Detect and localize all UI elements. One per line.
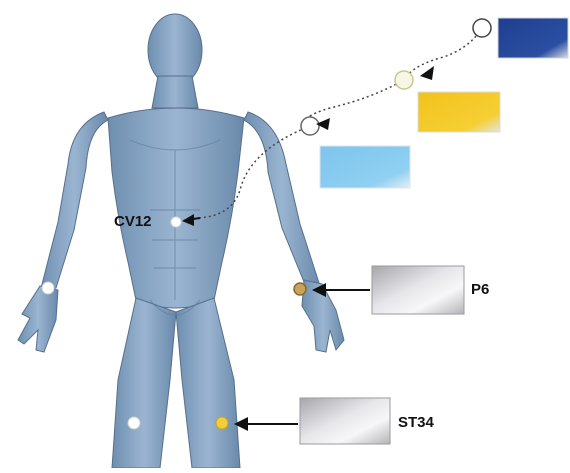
patch-yellow [418, 92, 500, 132]
head [148, 14, 202, 86]
patch-light-blue [320, 146, 410, 188]
patch-silver-st34 [300, 398, 390, 444]
arrowhead-middle [420, 66, 434, 80]
path-circle-middle [395, 71, 413, 89]
right-arm [244, 112, 320, 286]
left-leg [112, 298, 176, 468]
label-p6: P6 [471, 281, 489, 298]
human-body-figure [18, 14, 344, 468]
acupoint-cv12-marker [171, 217, 181, 227]
patch-dark-blue [498, 18, 568, 58]
label-st34: ST34 [398, 414, 434, 431]
torso [108, 108, 244, 308]
label-cv12: CV12 [114, 213, 152, 230]
patch-silver-p6 [372, 266, 464, 314]
neck [152, 76, 198, 108]
acupoint-left-leg-marker [128, 417, 140, 429]
acupoint-left-wrist-marker [42, 282, 54, 294]
acupoint-p6-marker [294, 283, 306, 295]
path-circle-bottom [301, 117, 319, 135]
acupoint-st34-marker [216, 417, 228, 429]
path-circle-top [473, 19, 491, 37]
left-arm [40, 112, 108, 292]
right-leg [176, 298, 240, 468]
left-hand [18, 286, 58, 352]
